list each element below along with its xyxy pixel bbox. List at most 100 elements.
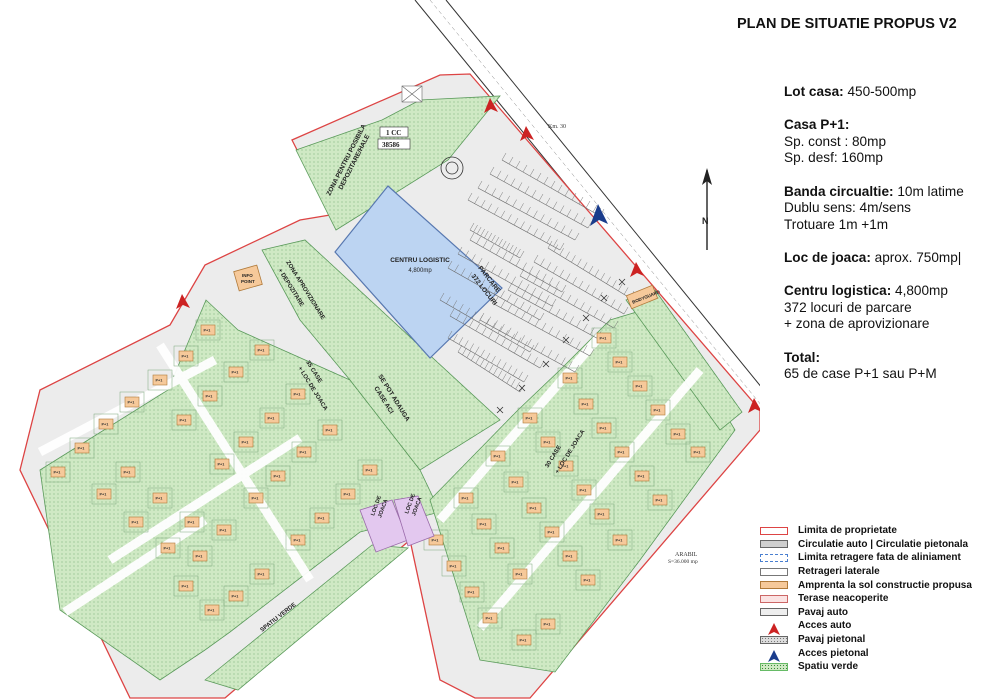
house-label: P+1 xyxy=(520,639,527,643)
house-label: P+1 xyxy=(548,531,555,535)
central-green-strip xyxy=(261,239,501,471)
amprenta-swatch xyxy=(760,581,788,590)
fence-cross xyxy=(582,314,590,322)
parking-row xyxy=(449,308,545,369)
circulatie-swatch xyxy=(760,540,788,549)
house-label: P+1 xyxy=(600,427,607,431)
legend: Limita de proprietate Circulatie auto | … xyxy=(760,524,988,674)
house-label: P+1 xyxy=(156,497,163,501)
house-label: P+1 xyxy=(544,441,551,445)
house-lot: P+1 xyxy=(147,369,173,391)
info-point-line2: POINT xyxy=(241,279,255,284)
house-label: P+1 xyxy=(694,451,701,455)
house-lot: P+1 xyxy=(477,607,503,629)
terase-swatch xyxy=(760,594,788,603)
legend-label: Limita de proprietate xyxy=(798,525,897,537)
house-label: P+1 xyxy=(300,451,307,455)
house-label: P+1 xyxy=(232,371,239,375)
house-lot: P+1 xyxy=(627,375,653,397)
legend-acces-auto: Acces auto xyxy=(760,619,988,635)
house-lot: P+1 xyxy=(459,581,485,603)
house-label: P+1 xyxy=(494,455,501,459)
house-label: P+1 xyxy=(638,475,645,479)
info-lot: Lot casa: 450-500mp xyxy=(784,84,984,101)
parking-row xyxy=(439,292,535,353)
house-label: P+1 xyxy=(188,521,195,525)
house-label: P+1 xyxy=(344,493,351,497)
legend-label: Acces pietonal xyxy=(798,647,869,659)
fence-cross xyxy=(496,406,504,414)
house-lot: P+1 xyxy=(685,441,711,463)
house-label: P+1 xyxy=(218,463,225,467)
house-lot: P+1 xyxy=(45,461,71,483)
centru-value: 4,800mp xyxy=(895,283,948,299)
fence-cross xyxy=(542,360,550,368)
legend-spatiu-verde: Spatiu verde xyxy=(760,660,988,674)
house-label: P+1 xyxy=(526,417,533,421)
parking-row xyxy=(467,192,565,251)
house-label: P+1 xyxy=(156,379,163,383)
info-panel: Lot casa: 450-500mp Casa P+1: Sp. const … xyxy=(784,84,984,399)
house-label: P+1 xyxy=(128,401,135,405)
legend-label: Pavaj auto xyxy=(798,606,849,618)
lot-label: Lot casa: xyxy=(784,84,844,99)
legend-pavaj-auto: Pavaj auto xyxy=(760,606,988,620)
casa-label: Casa P+1: xyxy=(784,117,850,133)
house-lot: P+1 xyxy=(173,575,199,597)
arabil-area: S=36.000 mp xyxy=(668,559,698,565)
house-label: P+1 xyxy=(258,349,265,353)
house-lot: P+1 xyxy=(249,563,275,585)
house-label: P+1 xyxy=(220,529,227,533)
house-lot: P+1 xyxy=(69,437,95,459)
acces-auto-arrows xyxy=(176,98,760,413)
legend-acces-pietonal: Acces pietonal xyxy=(760,646,988,663)
house-lot: P+1 xyxy=(265,465,291,487)
svg-text:N: N xyxy=(702,216,709,226)
house-label: P+1 xyxy=(182,355,189,359)
house-lot: P+1 xyxy=(557,545,583,567)
house-label: P+1 xyxy=(582,403,589,407)
house-lot: P+1 xyxy=(309,507,335,529)
parking-row xyxy=(493,296,595,357)
centru-line2: + zona de aprovizionare xyxy=(784,316,930,332)
house-lot: P+1 xyxy=(197,385,223,407)
fence-cross xyxy=(518,384,526,392)
round-structure-inner xyxy=(445,161,459,175)
house-label: P+1 xyxy=(252,497,259,501)
house-label: P+1 xyxy=(132,521,139,525)
house-lot: P+1 xyxy=(335,483,361,505)
house-lot: P+1 xyxy=(91,483,117,505)
parking-row xyxy=(469,232,567,293)
centru-logistic-building xyxy=(334,185,503,359)
legend-label: Pavaj pietonal xyxy=(798,634,866,646)
house-label: P+1 xyxy=(462,497,469,501)
centru-area: 4,800mp xyxy=(408,268,432,274)
house-label: P+1 xyxy=(164,547,171,551)
casa-line1: Sp. const : 80mp xyxy=(784,133,887,149)
house-label: P+1 xyxy=(180,419,187,423)
house-lot: P+1 xyxy=(147,487,173,509)
acces-auto-arrow xyxy=(748,398,760,413)
centru-title: CENTRU LOGISTIC xyxy=(390,257,450,264)
legend-retragere: Limita retragere fata de aliniament xyxy=(760,551,988,565)
house-lot: P+1 xyxy=(187,545,213,567)
house-label: P+1 xyxy=(182,585,189,589)
acces-auto-arrow xyxy=(630,262,644,277)
house-lot: P+1 xyxy=(471,513,497,535)
house-label: P+1 xyxy=(208,609,215,613)
house-lot: P+1 xyxy=(453,487,479,509)
house-label: P+1 xyxy=(566,555,573,559)
house-label: P+1 xyxy=(258,573,265,577)
parking-row xyxy=(507,282,609,343)
house-lot: P+1 xyxy=(441,555,467,577)
house-label: P+1 xyxy=(204,329,211,333)
legend-circulatie: Circulatie auto | Circulatie pietonala xyxy=(760,538,988,552)
info-total: Total: 65 de case P+1 sau P+M xyxy=(784,350,984,383)
house-lot: P+1 xyxy=(557,367,583,389)
house-lot: P+1 xyxy=(489,537,515,559)
house-lot: P+1 xyxy=(609,441,635,463)
info-banda: Banda circualtie: 10m latime Dublu sens:… xyxy=(784,184,984,234)
house-label: P+1 xyxy=(468,591,475,595)
house-lot: P+1 xyxy=(535,431,561,453)
house-label: P+1 xyxy=(294,393,301,397)
